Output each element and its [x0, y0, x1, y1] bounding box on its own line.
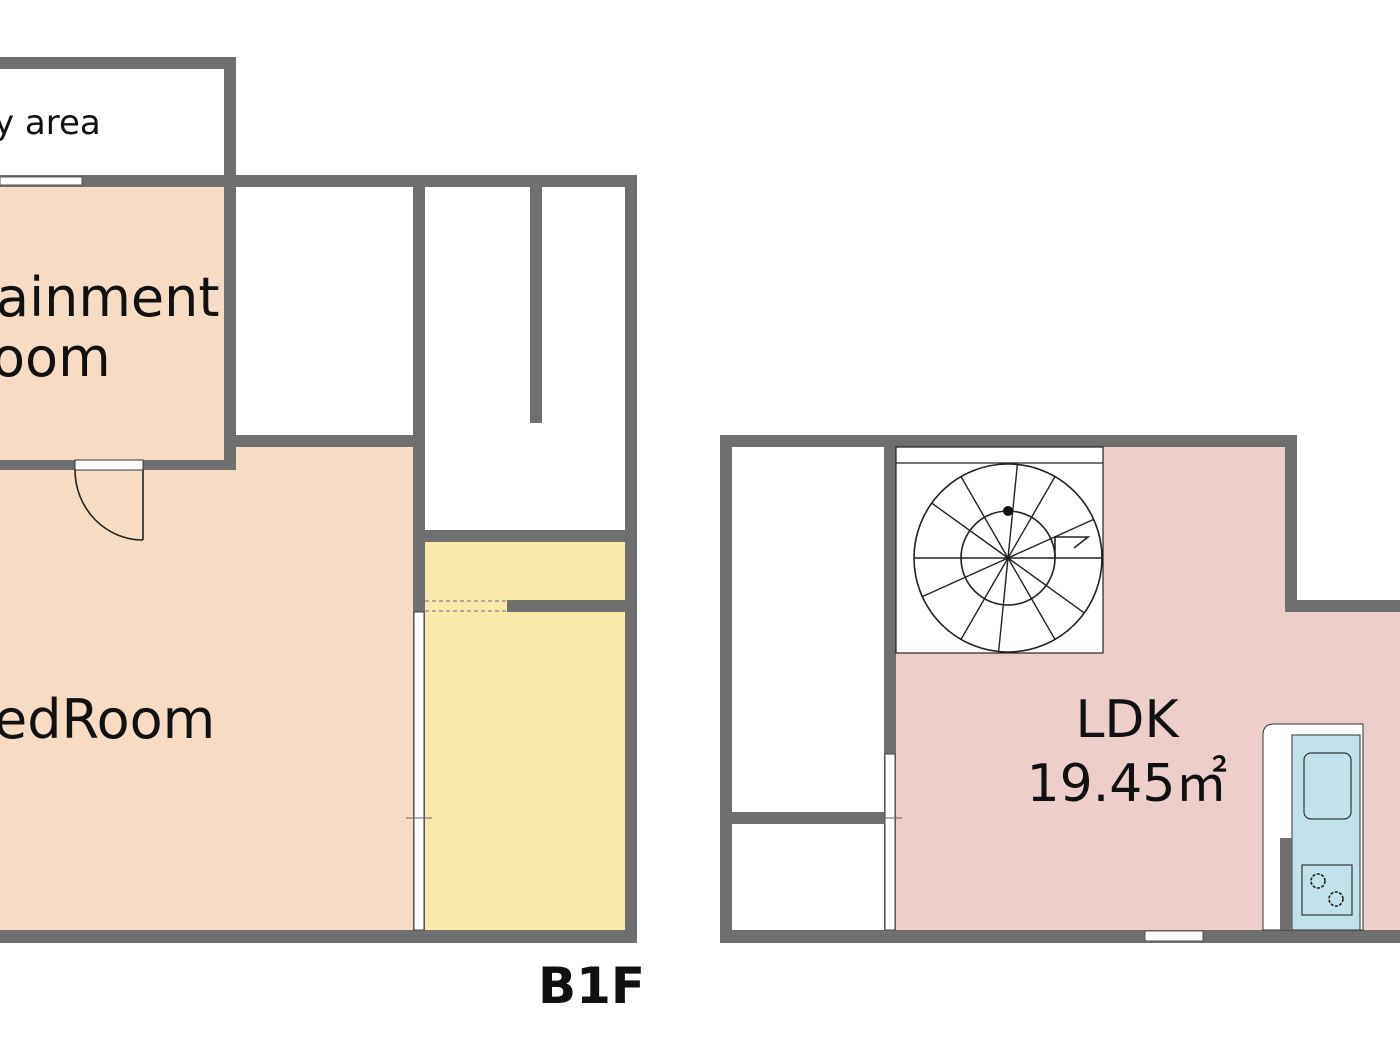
window — [0, 176, 83, 186]
floor-b1f: y area ainment oom edRoom B1F — [0, 57, 645, 1015]
1f-left-wall — [720, 435, 732, 943]
partial-wall — [530, 187, 542, 423]
1f-bottom-wall — [720, 930, 1400, 943]
storage-top-wall — [425, 530, 625, 542]
entertainment-room-fill — [0, 187, 224, 460]
stair-tread — [922, 557, 1009, 598]
sink-icon — [1303, 752, 1352, 820]
b1f-bottom-wall — [0, 930, 637, 943]
sliding-door-1f[interactable] — [884, 753, 896, 931]
stair-tread — [960, 476, 1009, 559]
floor-1f: LDK 19.45㎡ — [720, 435, 1400, 943]
stair-tread — [1007, 557, 1085, 614]
door-opening[interactable] — [74, 459, 144, 471]
closet-bottom-wall — [236, 435, 425, 447]
floor-label-b1f: B1F — [538, 957, 645, 1015]
1f-right-wall — [1285, 435, 1297, 612]
bedroom-label: edRoom — [0, 688, 215, 751]
b1f-top-wall — [0, 175, 637, 187]
stair-tread — [931, 502, 1009, 559]
entertainment-room-label-2: oom — [0, 326, 111, 389]
stair-tread — [1007, 518, 1094, 559]
stair-start-dot — [1003, 506, 1013, 516]
stair-tread — [1007, 557, 1056, 640]
1f-room-divider — [732, 812, 884, 824]
ldk-area: 19.45㎡ — [1027, 754, 1228, 814]
dry-area-label: y area — [0, 103, 101, 143]
storage-partition — [507, 600, 625, 612]
stove-icon — [1301, 864, 1353, 916]
stair-tread — [960, 557, 1009, 640]
spiral-staircase — [895, 446, 1104, 654]
1f-step-wall — [1285, 600, 1400, 612]
stair-tread — [1007, 476, 1056, 559]
1f-top-wall — [720, 435, 1297, 447]
dry-area-top-wall — [0, 57, 236, 69]
b1f-right-wall — [625, 175, 637, 943]
stair-direction-arrow — [1054, 536, 1091, 558]
dry-area-right-wall — [224, 57, 236, 470]
entertainment-room-label-1: ainment — [0, 266, 220, 329]
ldk-label: LDK — [1075, 690, 1180, 750]
window-1f — [1144, 930, 1204, 942]
sliding-door[interactable] — [413, 611, 425, 931]
bedroom-fill-ext — [236, 447, 413, 470]
bedroom-fill — [0, 470, 413, 930]
kitchen-counter — [1262, 723, 1364, 931]
stair-tread — [997, 557, 1009, 652]
door-swing-arc — [74, 469, 144, 541]
